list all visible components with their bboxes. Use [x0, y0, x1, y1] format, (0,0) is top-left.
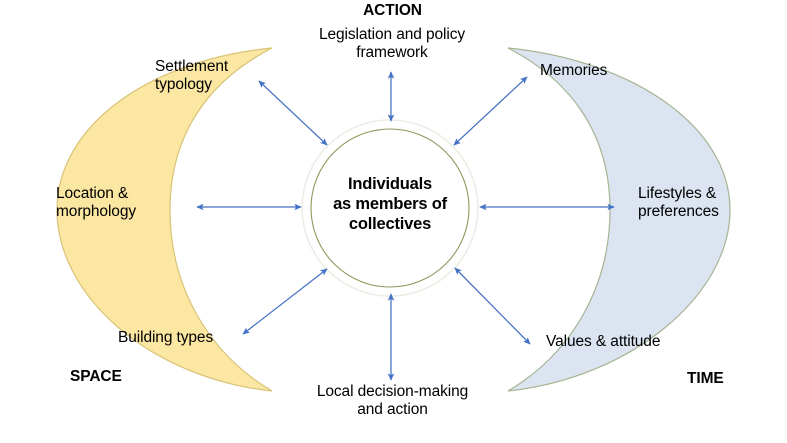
values-attitude-label: Values & attitude	[546, 333, 661, 350]
arrow-center-to-memories	[453, 76, 528, 146]
settlement-typology-label: Settlement typology	[155, 58, 229, 93]
lifestyles-preferences-label: Lifestyles & preferences	[638, 185, 719, 220]
arrow-center-to-settlement-typology	[258, 80, 328, 146]
action-axis-title: ACTION	[363, 2, 422, 19]
building-types-label: Building types	[118, 329, 214, 346]
arrow-center-to-building-types	[242, 268, 328, 335]
arrow-center-to-values-attitude	[454, 267, 531, 345]
time-axis-title: TIME	[687, 370, 724, 387]
memories-label: Memories	[540, 62, 608, 79]
legislation-policy-label: Legislation and policy framework	[318, 26, 465, 61]
local-decision-making-label: Local decision-making and action	[316, 383, 469, 418]
space-axis-title: SPACE	[70, 368, 122, 385]
time-crescent-shape	[507, 47, 731, 392]
location-morphology-label: Location & morphology	[56, 185, 136, 220]
space-crescent-shape	[56, 47, 273, 392]
center-inner-ring	[310, 128, 470, 288]
center-label: Individuals as members of collectives	[333, 175, 447, 234]
arrow-layer	[196, 71, 615, 381]
